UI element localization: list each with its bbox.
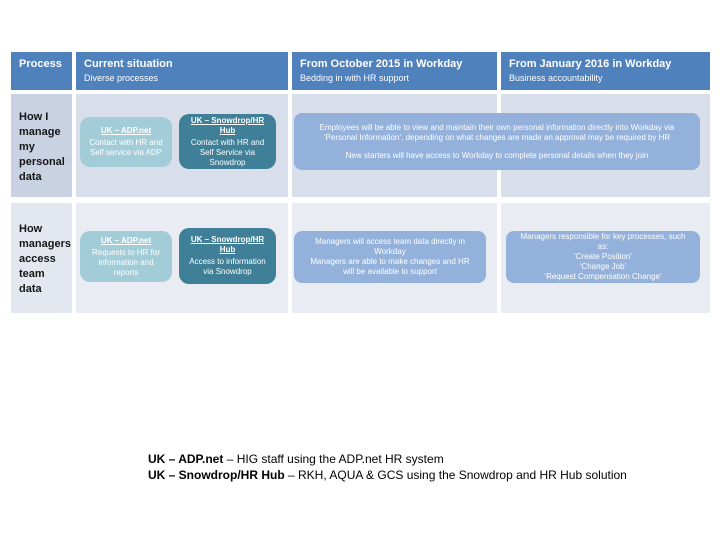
row2-october-box: Managers will access team data directly … <box>294 231 486 283</box>
row1-snowdrop-box-body: Contact with HR and Self Service via Sno… <box>190 137 265 167</box>
row2-snowdrop-box: UK – Snowdrop/HR Hub Access to informati… <box>179 228 276 284</box>
row2-january-box: Managers responsible for key processes, … <box>506 231 700 283</box>
header-october-title: From October 2015 in Workday <box>300 58 463 70</box>
header-current-subtitle: Diverse processes <box>84 73 159 83</box>
legend-line-adp: UK – ADP.net – HIG staff using the ADP.n… <box>148 452 627 468</box>
header-october-subtitle: Bedding in with HR support <box>300 73 410 83</box>
row2-january-box-text: Managers responsible for key processes, … <box>520 232 686 281</box>
row1-snowdrop-box: UK – Snowdrop/HR Hub Contact with HR and… <box>179 114 276 169</box>
row1-snowdrop-box-title: UK – Snowdrop/HR Hub <box>190 115 265 135</box>
row2-snowdrop-box-body: Access to information via Snowdrop <box>189 257 266 276</box>
legend-adp-term: UK – ADP.net <box>148 452 224 466</box>
row1-workday-box: Employees will be able to view and maint… <box>294 113 700 170</box>
header-january-2016: From January 2016 in Workday Business ac… <box>501 52 710 90</box>
row2-label-team-data: How managers access team data <box>11 203 72 313</box>
row1-adp-box-title: UK – ADP.net <box>100 126 152 135</box>
row1-adp-box: UK – ADP.net Contact with HR and Self se… <box>80 117 172 167</box>
row1-adp-box-body: Contact with HR and Self service via ADP <box>89 138 163 157</box>
row2-adp-box: UK – ADP.net Requests to HR for informat… <box>80 231 172 282</box>
row1-label-personal-data: How I manage my personal data <box>11 94 72 197</box>
row2-snowdrop-box-title: UK – Snowdrop/HR Hub <box>190 235 265 254</box>
row2-adp-box-title: UK – ADP.net <box>100 235 152 245</box>
header-january-subtitle: Business accountability <box>509 73 603 83</box>
header-process: Process <box>11 52 72 90</box>
header-current-title: Current situation <box>84 58 173 70</box>
row2-october-box-text: Managers will access team data directly … <box>310 237 470 276</box>
legend: UK – ADP.net – HIG staff using the ADP.n… <box>148 452 627 483</box>
legend-line-snowdrop: UK – Snowdrop/HR Hub – RKH, AQUA & GCS u… <box>148 468 627 484</box>
legend-snowdrop-description: – RKH, AQUA & GCS using the Snowdrop and… <box>284 467 627 482</box>
row2-adp-box-body: Requests to HR for information and repor… <box>91 247 161 277</box>
header-current-situation: Current situation Diverse processes <box>76 52 288 90</box>
header-process-title: Process <box>19 58 62 70</box>
header-october-2015: From October 2015 in Workday Bedding in … <box>292 52 497 90</box>
header-january-title: From January 2016 in Workday <box>509 58 672 70</box>
legend-adp-description: – HIG staff using the ADP.net HR system <box>223 452 444 466</box>
legend-snowdrop-term: UK – Snowdrop/HR Hub <box>148 467 285 482</box>
row1-workday-box-para2: New starters will have access to Workday… <box>345 150 649 160</box>
row1-workday-box-para1: Employees will be able to view and maint… <box>319 122 675 142</box>
